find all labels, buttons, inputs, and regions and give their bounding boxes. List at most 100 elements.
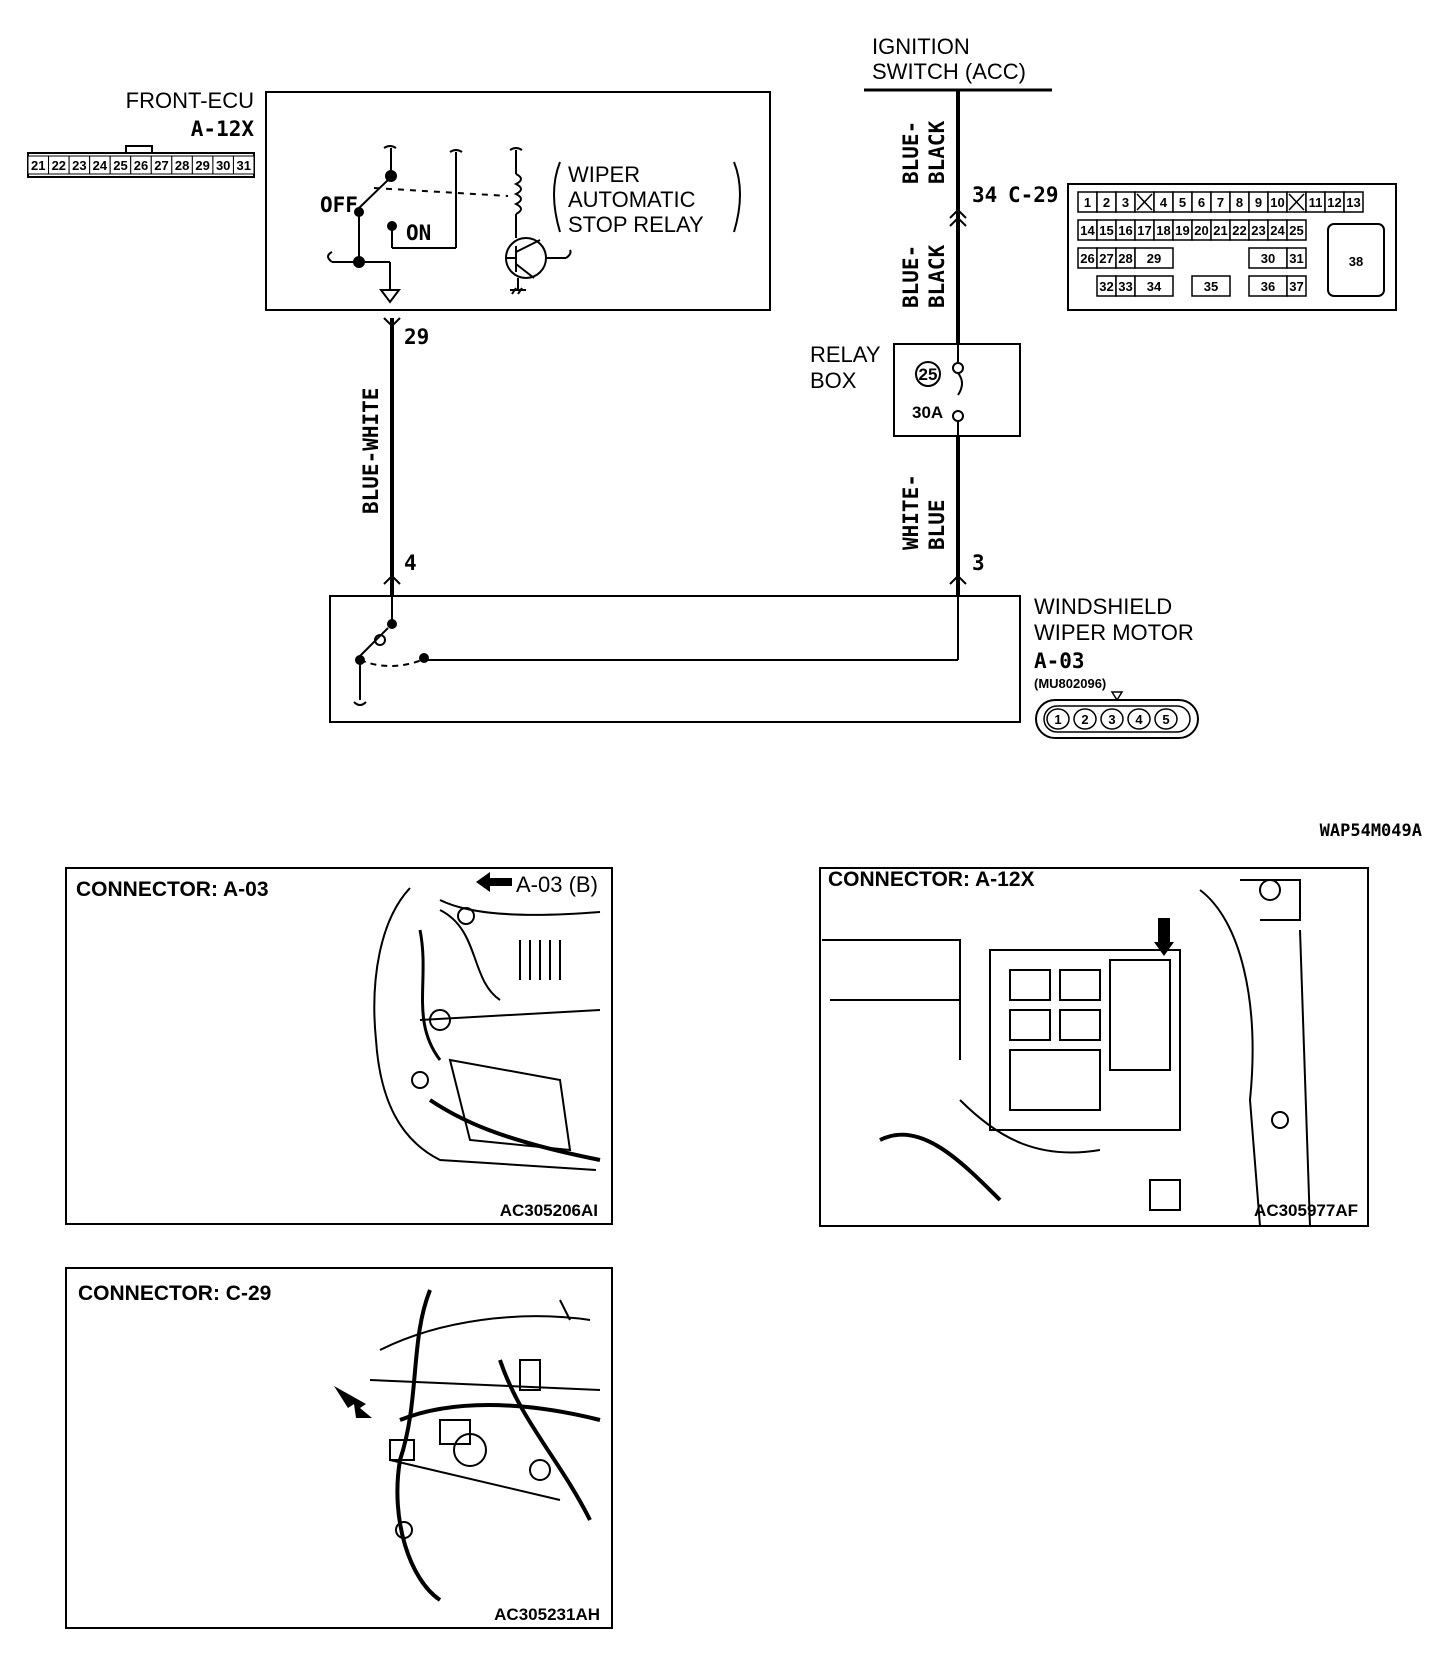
c29-pin: 8 xyxy=(1229,191,1250,213)
switch-off-label: OFF xyxy=(320,193,358,217)
c29-pin: 15 xyxy=(1096,219,1117,241)
ignition-label-line1: IGNITION xyxy=(872,34,970,59)
svg-text:28: 28 xyxy=(175,158,189,173)
svg-text:4: 4 xyxy=(1160,195,1168,210)
relay-bracket-right xyxy=(733,161,741,233)
ecu-pin: 26 xyxy=(130,155,152,175)
arrow-icon xyxy=(476,872,512,892)
svg-text:35: 35 xyxy=(1204,279,1218,294)
c29-pin: 32 xyxy=(1096,275,1117,297)
svg-text:17: 17 xyxy=(1137,223,1151,238)
svg-text:29: 29 xyxy=(195,158,209,173)
svg-text:20: 20 xyxy=(1194,223,1208,238)
ecu-pin: 22 xyxy=(48,155,70,175)
c29-pin: 21 xyxy=(1210,219,1231,241)
ecu-pin: 21 xyxy=(27,155,50,175)
c29-pin: 5 xyxy=(1172,191,1193,213)
diagram-id: WAP54M049A xyxy=(1320,821,1422,841)
a03-pin: 2 xyxy=(1073,708,1097,730)
relay-bracket-left xyxy=(553,161,561,233)
wire-mid-color-2: BLACK xyxy=(925,244,949,308)
svg-text:13: 13 xyxy=(1346,195,1360,210)
c29-pin: 36 xyxy=(1248,275,1288,297)
c29-pin: 30 xyxy=(1248,247,1288,269)
ecu-pin: 29 xyxy=(191,155,214,175)
c29-pin: 26 xyxy=(1077,247,1098,269)
fuse-icon xyxy=(952,344,964,436)
wiper-motor-part-no: (MU802096) xyxy=(1034,676,1106,691)
svg-text:25: 25 xyxy=(1289,223,1303,238)
svg-text:27: 27 xyxy=(154,158,168,173)
panel-connector-a03: CONNECTOR: A-03 A-03 (B) AC305206AI xyxy=(65,867,613,1225)
svg-text:5: 5 xyxy=(1162,712,1169,727)
c29-pin: 16 xyxy=(1115,219,1136,241)
svg-text:21: 21 xyxy=(31,158,45,173)
c29-pin: 1 xyxy=(1077,191,1098,213)
svg-text:31: 31 xyxy=(1289,251,1303,266)
c29-pin: 4 xyxy=(1153,191,1174,213)
terminal-3-marker xyxy=(949,574,967,585)
panel-a12x-title: CONNECTOR: A-12X xyxy=(828,868,1035,891)
wiper-motor-label-line2: WIPER MOTOR xyxy=(1034,620,1194,645)
c29-pin: 23 xyxy=(1248,219,1269,241)
c29-pin: 2 xyxy=(1096,191,1117,213)
svg-text:29: 29 xyxy=(1147,251,1161,266)
svg-text:26: 26 xyxy=(1080,251,1094,266)
wiper-motor-connector: A-03 xyxy=(1034,649,1085,673)
arrow-icon xyxy=(1154,918,1174,956)
relay-label-line1: WIPER xyxy=(568,162,640,187)
svg-text:22: 22 xyxy=(52,158,66,173)
panel-connector-c29: CONNECTOR: C-29 AC305231AH xyxy=(65,1267,613,1629)
c29-pin: 13 xyxy=(1343,191,1364,213)
a03-pin: 5 xyxy=(1154,708,1178,730)
relay-box: RELAY BOX 25 30A xyxy=(810,342,1021,437)
c29-pin: 31 xyxy=(1286,247,1307,269)
svg-text:23: 23 xyxy=(72,158,86,173)
c29-pin: 33 xyxy=(1115,275,1136,297)
c29-pin: 37 xyxy=(1286,275,1307,297)
relay-box-label-line1: RELAY xyxy=(810,342,881,367)
svg-text:11: 11 xyxy=(1309,195,1323,210)
c29-pin: 11 xyxy=(1305,191,1326,213)
svg-text:3: 3 xyxy=(1108,712,1115,727)
c29-pin: 25 xyxy=(1286,219,1307,241)
svg-text:26: 26 xyxy=(134,158,148,173)
svg-text:9: 9 xyxy=(1255,195,1262,210)
c29-pin: 10 xyxy=(1267,191,1288,213)
wire-top-color-1: BLUE- xyxy=(899,121,923,184)
front-ecu-name: FRONT-ECU xyxy=(126,88,254,113)
c29-pin: 24 xyxy=(1267,219,1288,241)
svg-text:30: 30 xyxy=(216,158,230,173)
ignition-label-line2: SWITCH (ACC) xyxy=(872,59,1026,84)
relay-box-label-line2: BOX xyxy=(810,368,857,393)
switch-on-label: ON xyxy=(406,221,431,245)
wire-bottom-color-2: BLUE xyxy=(925,499,949,550)
svg-text:8: 8 xyxy=(1236,195,1243,210)
svg-text:21: 21 xyxy=(1213,223,1227,238)
relay-label-line3: STOP RELAY xyxy=(568,212,704,237)
svg-text:2: 2 xyxy=(1081,712,1088,727)
svg-text:7: 7 xyxy=(1217,195,1224,210)
fuse-box-illustration xyxy=(822,879,1311,1227)
engine-bay-illustration xyxy=(373,887,601,1171)
svg-text:24: 24 xyxy=(1270,223,1285,238)
svg-text:22: 22 xyxy=(1232,223,1246,238)
terminal-34-marker xyxy=(949,208,967,227)
c29-pin: 22 xyxy=(1229,219,1250,241)
relay-label-line2: AUTOMATIC xyxy=(568,187,696,212)
dashboard-illustration xyxy=(369,1289,601,1602)
svg-text:3: 3 xyxy=(1122,195,1129,210)
svg-text:1: 1 xyxy=(1084,195,1091,210)
ignition-switch: IGNITION SWITCH (ACC) xyxy=(864,34,1052,92)
svg-text:36: 36 xyxy=(1261,279,1275,294)
relay-coil-icon xyxy=(505,147,572,295)
wiper-motor: WINDSHIELD WIPER MOTOR A-03 (MU802096) 1… xyxy=(329,594,1199,739)
svg-text:25: 25 xyxy=(113,158,127,173)
ecu-pin: 25 xyxy=(109,155,132,175)
a03-pin: 4 xyxy=(1127,708,1151,730)
svg-text:2: 2 xyxy=(1103,195,1110,210)
